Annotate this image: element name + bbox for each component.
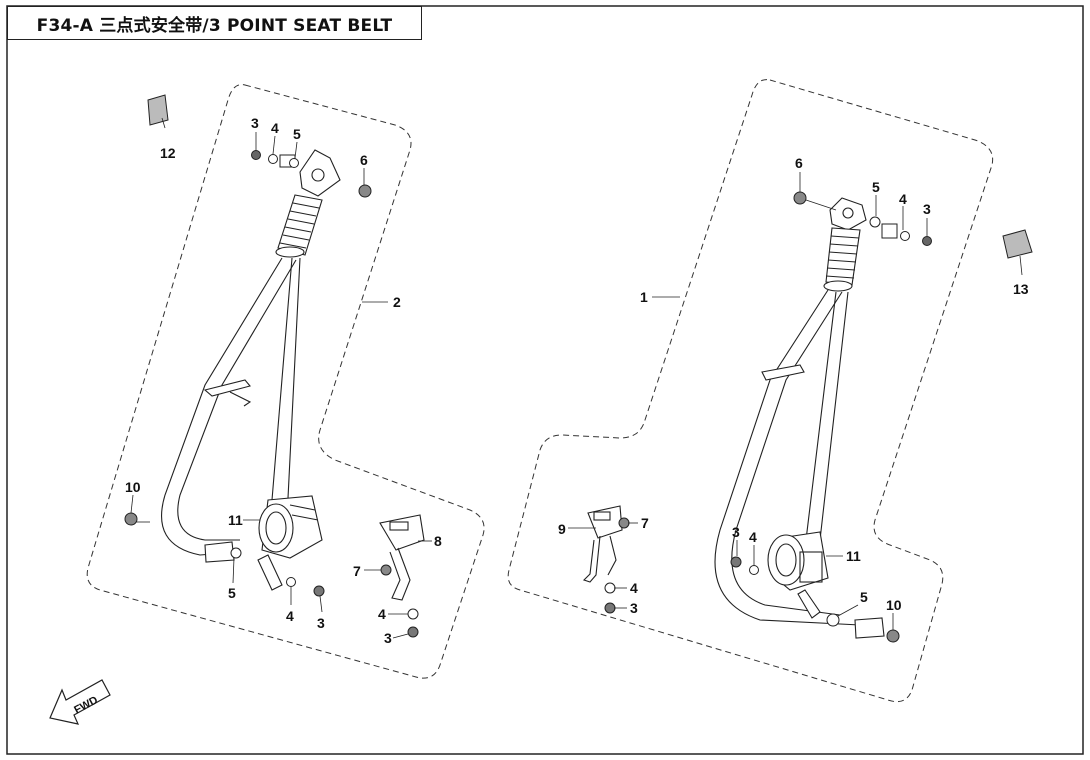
callout-l12: 12 xyxy=(160,145,176,161)
callout-l10: 10 xyxy=(125,479,141,495)
left-webbing-front xyxy=(161,257,283,556)
callout-right-group: 1 xyxy=(640,289,648,305)
right-washer-5a xyxy=(869,216,881,228)
callout-l5b: 5 xyxy=(228,585,236,601)
left-trim-clip-12 xyxy=(147,94,169,126)
callout-r5a: 5 xyxy=(872,179,880,195)
left-nut-3c xyxy=(407,626,419,638)
right-webbing-rear xyxy=(805,291,849,541)
callout-r4a: 4 xyxy=(899,191,907,207)
left-washer-4b xyxy=(286,577,296,587)
callout-r3a: 3 xyxy=(923,201,931,217)
left-washer-4a xyxy=(268,154,278,164)
callout-r5b: 5 xyxy=(860,589,868,605)
right-retractor xyxy=(767,531,829,619)
callout-r4b: 4 xyxy=(630,580,638,596)
leader-lines xyxy=(130,117,1023,639)
right-bolt-7 xyxy=(618,517,630,529)
right-nut-3b xyxy=(604,602,616,614)
right-anchor-plate xyxy=(829,197,867,231)
right-anchor-hole xyxy=(842,207,854,219)
right-group-outline xyxy=(507,79,994,703)
callout-l3c: 3 xyxy=(384,630,392,646)
callout-r3c: 3 xyxy=(732,524,740,540)
left-retractor xyxy=(257,495,323,591)
left-washer-5a xyxy=(289,158,299,168)
callout-l4c: 4 xyxy=(378,606,386,622)
right-webbing-front-2 xyxy=(731,291,843,616)
right-washer-4c xyxy=(749,565,759,575)
callout-r10: 10 xyxy=(886,597,902,613)
callout-l4b: 4 xyxy=(286,608,294,624)
callout-r11: 11 xyxy=(846,548,861,564)
left-bolt-10 xyxy=(124,512,138,526)
right-guide-loop xyxy=(761,364,805,381)
right-nut-3a xyxy=(922,236,932,246)
callout-r7: 7 xyxy=(641,515,649,531)
right-webbing-end xyxy=(854,617,885,639)
callout-l4a: 4 xyxy=(271,120,279,136)
left-belt-assembly xyxy=(161,149,425,601)
callout-labels: 2 1 3 4 5 6 12 10 11 5 4 3 8 7 4 3 6 5 4… xyxy=(125,115,1029,646)
left-bellows xyxy=(275,194,323,258)
right-nut-3c xyxy=(730,556,742,568)
callout-r3b: 3 xyxy=(630,600,638,616)
left-washer-5b xyxy=(230,547,242,559)
left-webbing-front-2 xyxy=(177,259,297,541)
callout-r13: 13 xyxy=(1013,281,1029,297)
page-title: F34-A 三点式安全带/3 POINT SEAT BELT xyxy=(36,15,393,36)
callout-l11: 11 xyxy=(228,512,243,528)
right-washer-4b xyxy=(604,582,616,594)
right-hardware xyxy=(604,191,1033,643)
left-nut-3b xyxy=(313,585,325,597)
callout-r6: 6 xyxy=(795,155,803,171)
left-bolt-7 xyxy=(380,564,392,576)
callout-l6: 6 xyxy=(360,152,368,168)
right-washer-4a xyxy=(900,231,910,241)
right-bellows xyxy=(823,227,861,292)
title-box: F34-A 三点式安全带/3 POINT SEAT BELT xyxy=(7,6,422,40)
left-nut-3a xyxy=(251,150,261,160)
callout-r9: 9 xyxy=(558,521,566,537)
left-guide-loop xyxy=(203,379,252,407)
callout-left-group: 2 xyxy=(393,294,401,310)
callout-l3b: 3 xyxy=(317,615,325,631)
callout-l7: 7 xyxy=(353,563,361,579)
left-washer-4c xyxy=(407,608,419,620)
right-webbing-front xyxy=(714,289,861,626)
left-buckle xyxy=(379,514,425,601)
callout-l3a: 3 xyxy=(251,115,259,131)
left-bolt-6 xyxy=(358,184,372,198)
right-buckle xyxy=(582,505,623,583)
left-anchor-hole xyxy=(311,168,325,182)
left-anchor-plate xyxy=(299,149,341,197)
left-hardware xyxy=(124,94,419,638)
right-spacer-4a xyxy=(881,223,898,239)
outer-border xyxy=(6,5,1084,755)
right-belt-assembly xyxy=(582,197,885,639)
right-trim-clip-13 xyxy=(1002,229,1033,259)
callout-r4c: 4 xyxy=(749,529,757,545)
left-webbing-end xyxy=(204,541,235,563)
right-washer-5b xyxy=(826,613,840,627)
callout-l8: 8 xyxy=(434,533,442,549)
right-bolt-6 xyxy=(793,191,807,205)
right-bolt-10 xyxy=(886,629,900,643)
fwd-arrow-icon: FWD xyxy=(49,679,111,725)
left-webbing-rear xyxy=(271,257,301,501)
left-group-outline xyxy=(86,84,485,679)
callout-l5a: 5 xyxy=(293,126,301,142)
